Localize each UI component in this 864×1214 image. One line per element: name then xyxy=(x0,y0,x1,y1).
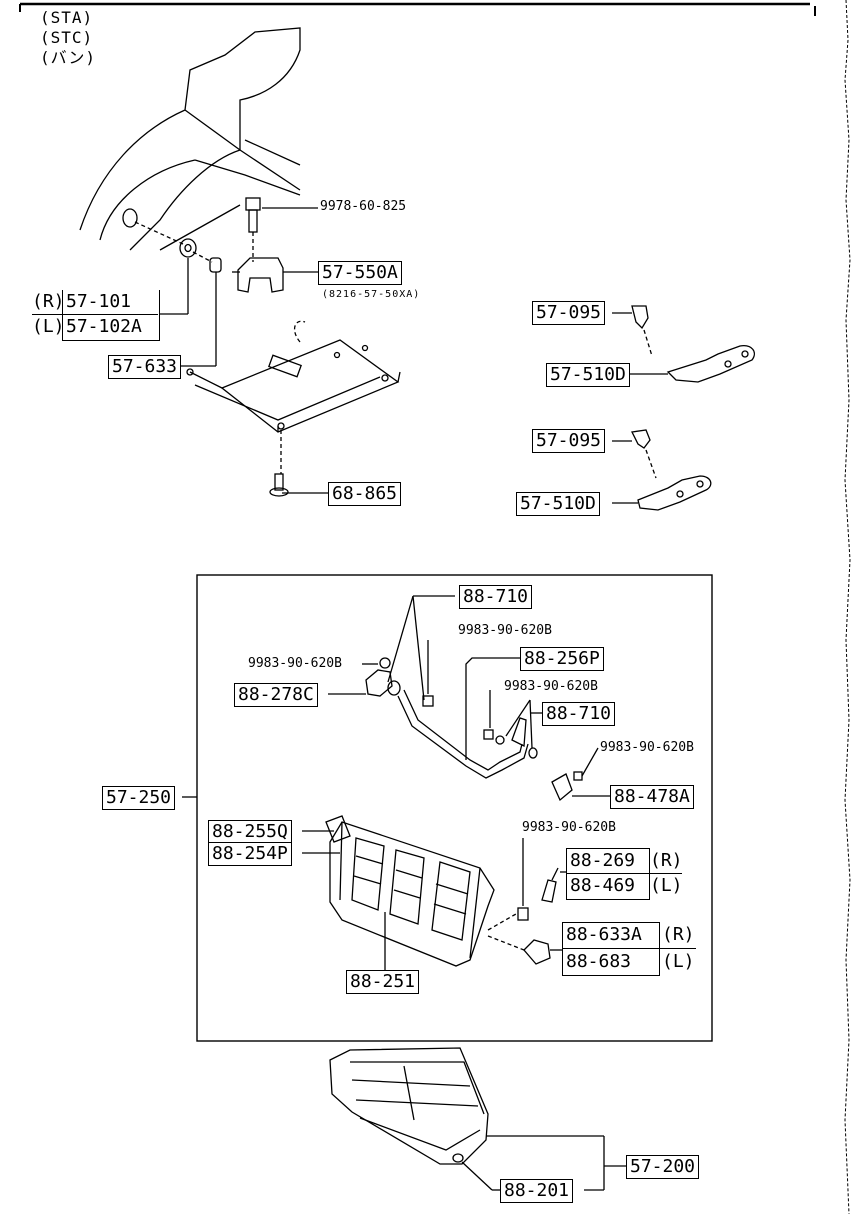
label-cushion-part: 88-201 xyxy=(500,1179,574,1203)
label-strap-a: 57-510D xyxy=(546,363,630,387)
label-washer-r: 57-101 xyxy=(66,291,132,312)
label-bolt-4: 9983-90-620B xyxy=(600,740,694,755)
label-bolt-3: 9983-90-620B xyxy=(504,679,598,694)
leaders-seat xyxy=(302,830,386,970)
label-l-tag-1: (L) xyxy=(650,875,683,896)
label-bolt-1: 9983-90-620B xyxy=(248,656,342,671)
header-line-3: (バン) xyxy=(40,48,97,67)
label-assembly: 57-250 xyxy=(102,786,176,810)
hinge xyxy=(541,867,559,903)
label-bracket-note: (8216-57-50XA) xyxy=(322,289,421,300)
header-line-2: (STC) xyxy=(40,28,94,47)
label-rod: 88-256P xyxy=(520,647,604,671)
strap-b xyxy=(637,475,712,511)
label-r-tag: (R) xyxy=(32,291,65,312)
bracket xyxy=(232,257,284,293)
hinge-label-frame xyxy=(566,848,650,900)
label-cover: 88-255Q xyxy=(208,820,292,844)
screw-a xyxy=(631,305,653,357)
washer-label-frame xyxy=(62,290,160,341)
strap-a xyxy=(666,345,755,383)
assembly-frame xyxy=(196,574,713,1042)
label-right-bracket: 88-478A xyxy=(610,785,694,809)
label-washer-l: 57-102A xyxy=(66,316,142,337)
label-r-tag-2: (R) xyxy=(662,924,695,945)
washer-label-divider xyxy=(32,314,158,315)
label-l-tag-2: (L) xyxy=(662,951,695,972)
washer xyxy=(179,238,197,258)
label-bolt-5: 9983-90-620B xyxy=(522,820,616,835)
label-lever-top: 88-710 xyxy=(459,585,533,609)
dash-bushing xyxy=(192,251,213,263)
screw-b xyxy=(631,429,657,479)
label-pivot-r: 88-633A xyxy=(566,924,642,945)
label-cushion: 57-200 xyxy=(626,1155,700,1179)
label-bolt: 9978-60-825 xyxy=(320,199,407,214)
bushing xyxy=(209,257,222,273)
label-hinge-r: 88-269 xyxy=(570,850,636,871)
left-bracket xyxy=(365,657,393,697)
floor-panel xyxy=(186,320,401,433)
label-strap-b: 57-510D xyxy=(516,492,600,516)
label-hinge-l: 88-469 xyxy=(570,875,636,896)
leader-bolt-4 xyxy=(581,747,599,777)
label-screw: 68-865 xyxy=(328,482,402,506)
hinge-label-divider xyxy=(566,873,682,874)
bolt-top xyxy=(245,197,261,262)
label-seat-back: 88-251 xyxy=(346,970,420,994)
label-screw-a: 57-095 xyxy=(532,301,606,325)
pivot-label-frame xyxy=(562,922,660,976)
label-frame: 88-254P xyxy=(208,842,292,866)
label-bushing: 57-633 xyxy=(108,355,182,379)
label-pivot-l: 88-683 xyxy=(566,951,632,972)
seat-back xyxy=(325,815,495,967)
pivot xyxy=(487,935,551,965)
bolt-2 xyxy=(422,640,434,707)
label-left-bracket: 88-278C xyxy=(234,683,318,707)
screw xyxy=(269,473,289,497)
page-edge xyxy=(844,0,851,1214)
bolt-3 xyxy=(483,690,494,740)
label-lever-mid: 88-710 xyxy=(542,702,616,726)
seat-cushion xyxy=(329,1047,489,1165)
dash-washer xyxy=(134,221,184,245)
vehicle-body xyxy=(79,27,301,251)
label-bolt-2: 9983-90-620B xyxy=(458,623,552,638)
header-line-1: (STA) xyxy=(40,8,94,27)
model-header: (STA) (STC) (バン) xyxy=(40,8,96,68)
bolt-5 xyxy=(487,838,529,931)
leaders-lever xyxy=(387,595,542,749)
rod-mechanism xyxy=(387,657,538,779)
label-screw-b: 57-095 xyxy=(532,429,606,453)
leaders-cushion xyxy=(461,1135,626,1191)
label-r-tag-1: (R) xyxy=(650,850,683,871)
label-l-tag: (L) xyxy=(32,316,65,337)
label-bracket: 57-550A xyxy=(318,261,402,285)
pivot-label-divider xyxy=(562,948,696,949)
